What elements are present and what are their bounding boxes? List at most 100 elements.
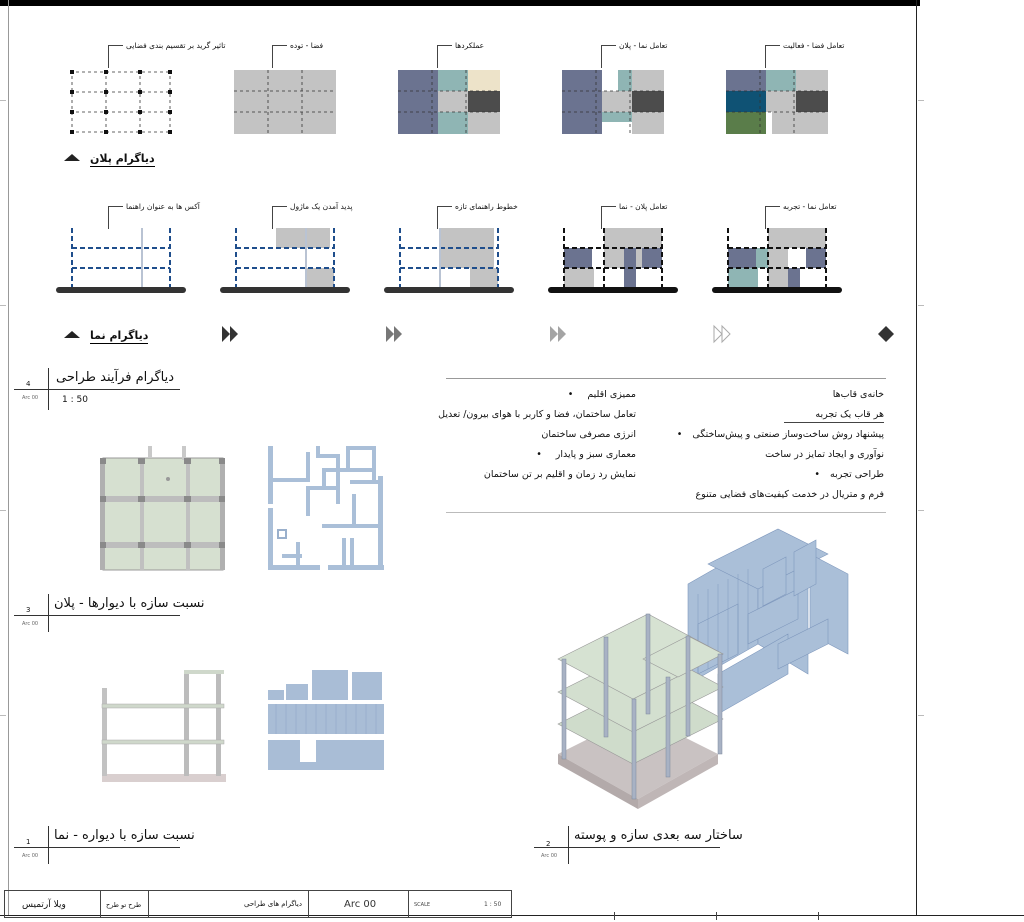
title-block-divider <box>148 890 149 918</box>
drawing-title: ساختار سه بعدی سازه و پوسته <box>574 828 743 843</box>
facade-diagram-plan-facade <box>548 228 678 293</box>
triangle-up-icon <box>64 331 80 338</box>
title-block-divider <box>408 890 409 918</box>
concept-text: هر قاب یک تجربه <box>815 409 884 420</box>
drawing-number: 3 <box>26 606 31 614</box>
facade-diagram-new-lines <box>384 228 514 293</box>
double-arrow-icon <box>550 326 566 342</box>
margin-tick <box>614 912 615 920</box>
facade-label-5: تعامل نما - تجربه <box>783 202 837 211</box>
leader-line <box>108 45 123 68</box>
drawing-ref: Arc 00 <box>22 853 39 859</box>
sheet-left-border <box>8 0 9 915</box>
scale-value: 1 : 50 <box>484 901 502 908</box>
drawing-number: 4 <box>26 380 31 388</box>
drawing-number: 2 <box>546 840 551 848</box>
leader-line <box>601 45 616 68</box>
leader-line <box>765 206 780 229</box>
scale-label: SCALE <box>414 902 431 908</box>
plan-label-5: تعامل فضا - فعالیت <box>783 41 845 50</box>
drawing-number: 1 <box>26 838 31 846</box>
concept-text: خانه‌ی قاب‌ها <box>832 389 884 400</box>
drawing-title: نسبت سازه با دیوارها - پلان <box>54 596 205 611</box>
concept-text: نمایش رد زمان و اقلیم بر تن ساختمان <box>483 469 636 480</box>
diamond-icon <box>878 326 894 342</box>
margin-tick <box>0 715 6 716</box>
sheet-right-border <box>916 0 917 915</box>
sheet-number: Arc 00 <box>344 899 377 910</box>
sheet-bottom-border <box>0 915 1024 916</box>
leader-line <box>272 206 287 229</box>
title-divider <box>48 826 49 864</box>
concept-text: معماری سبز و پایدار• <box>536 449 636 460</box>
drawing-ref: Arc 00 <box>541 853 558 859</box>
title-divider <box>568 826 569 864</box>
facade-diagram-facade-experience <box>712 228 842 293</box>
double-arrow-icon <box>222 326 238 342</box>
margin-tick <box>0 510 6 511</box>
facade-label-4: تعامل پلان - نما <box>619 202 668 211</box>
plan-diagram-title: دیاگرام پلان <box>90 152 155 167</box>
concept-text: پیشنهاد روش ساخت‌وساز صنعتی و پیش‌ساختگی… <box>676 429 884 440</box>
margin-tick <box>918 715 924 716</box>
concept-text: فرم و متریال در خدمت کیفیت‌های فضایی متن… <box>695 489 885 500</box>
facade-label-2: پدید آمدن یک ماژول <box>290 202 353 211</box>
leader-line <box>601 206 616 229</box>
sheet-title: دیاگرام های طراحی <box>244 900 302 908</box>
triangle-up-icon <box>64 154 80 161</box>
title-underline <box>14 389 180 390</box>
title-underline <box>534 847 720 848</box>
leader-line <box>108 206 123 229</box>
title-underline <box>14 615 180 616</box>
plan-diagram-facade-plan <box>562 70 664 134</box>
double-arrow-icon <box>386 326 402 342</box>
axonometric-structure-skin-drawing <box>557 528 849 809</box>
concept-text: نوآوری و ایجاد تمایز در ساخت <box>765 449 884 460</box>
structure-plan-drawing <box>100 446 225 571</box>
plan-label-1: تاثیر گرید بر تقسیم بندی فضایی <box>126 41 226 50</box>
title-block <box>4 890 512 918</box>
margin-tick <box>918 100 924 101</box>
title-underline <box>14 847 180 848</box>
margin-tick <box>0 305 6 306</box>
leader-line <box>437 45 452 68</box>
leader-line <box>437 206 452 229</box>
drawing-title: دیاگرام فرآیند طراحی <box>56 370 175 385</box>
concept-text: انرژی مصرفی ساختمان <box>541 429 636 440</box>
drawing-scale: 1 : 50 <box>62 395 88 405</box>
plan-diagram-grid <box>70 70 172 134</box>
project-name: ویلا آرتمیس <box>22 900 66 910</box>
facade-diagram-title: دیاگرام نما <box>90 329 149 344</box>
walls-plan-drawing <box>268 446 384 570</box>
drawing-ref: Arc 00 <box>22 621 39 627</box>
title-block-divider <box>308 890 309 918</box>
plan-label-4: تعامل نما - پلان <box>619 41 668 50</box>
plan-label-3: عملکردها <box>455 41 485 50</box>
facade-diagram-module <box>220 228 350 293</box>
concept-text: تعامل ساختمان، فضا و کاربر با هوای بیرون… <box>438 409 636 420</box>
margin-tick <box>918 510 924 511</box>
plan-diagram-functions <box>398 70 500 134</box>
divider <box>446 378 886 379</box>
underline <box>784 422 884 423</box>
plan-diagram-mass <box>234 70 336 134</box>
plan-diagram-space-activity <box>726 70 828 134</box>
margin-tick <box>918 305 924 306</box>
margin-tick <box>716 912 717 920</box>
leader-line <box>272 45 287 68</box>
structure-elevation-drawing <box>101 670 226 782</box>
margin-tick <box>0 100 6 101</box>
drawing-ref: Arc 00 <box>22 395 39 401</box>
title-divider <box>48 594 49 632</box>
plan-label-2: فضا - توده <box>290 41 324 50</box>
facade-diagram-axes <box>56 228 186 293</box>
concept-text: طراحی تجربه• <box>814 469 884 480</box>
title-block-divider <box>100 890 101 918</box>
margin-tick <box>818 912 819 920</box>
sheet-top-border <box>0 0 920 6</box>
concept-text: ممیزی اقلیم• <box>567 389 636 400</box>
divider <box>446 512 886 513</box>
facade-label-3: خطوط راهنمای تازه <box>455 202 518 211</box>
designer-label: طرح تو طرح <box>106 901 142 909</box>
drawing-title: نسبت سازه با دیواره - نما <box>54 828 195 843</box>
